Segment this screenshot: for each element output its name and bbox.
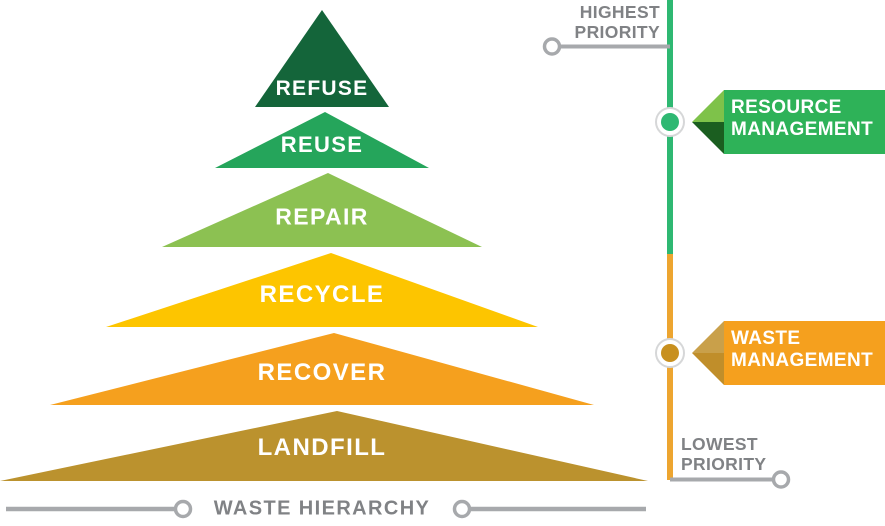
pyramid-band-recycle[interactable] (106, 253, 538, 327)
resource-management-callout[interactable] (692, 90, 885, 154)
resource-callout-body (724, 90, 885, 154)
waste-management-callout[interactable] (692, 321, 885, 385)
waste-callout-tip-light (692, 321, 724, 353)
waste-callout-body (724, 321, 885, 385)
pyramid-band-landfill[interactable] (0, 411, 648, 481)
caption-circle-left (173, 499, 193, 519)
caption-circle-right (452, 499, 472, 519)
priority-axis (667, 0, 673, 480)
pyramid (0, 10, 648, 481)
highest-priority-endpoint-circle (542, 37, 562, 56)
pyramid-band-refuse[interactable] (255, 10, 389, 107)
caption-rule (6, 499, 646, 519)
axis-marker-resource[interactable] (655, 107, 685, 137)
axis-marker-waste[interactable] (655, 338, 685, 368)
lowest-priority-connector (670, 470, 791, 489)
waste-marker-dot (661, 344, 679, 362)
resource-marker-dot (661, 113, 679, 131)
waste-callout-tip-dark (692, 353, 724, 385)
pyramid-band-recover[interactable] (50, 333, 594, 405)
pyramid-band-reuse[interactable] (215, 112, 429, 168)
resource-callout-tip-dark (692, 122, 724, 154)
lowest-priority-endpoint-circle (771, 470, 791, 489)
resource-callout-tip-light (692, 90, 724, 122)
pyramid-band-repair[interactable] (162, 173, 482, 247)
highest-priority-connector (542, 37, 670, 56)
